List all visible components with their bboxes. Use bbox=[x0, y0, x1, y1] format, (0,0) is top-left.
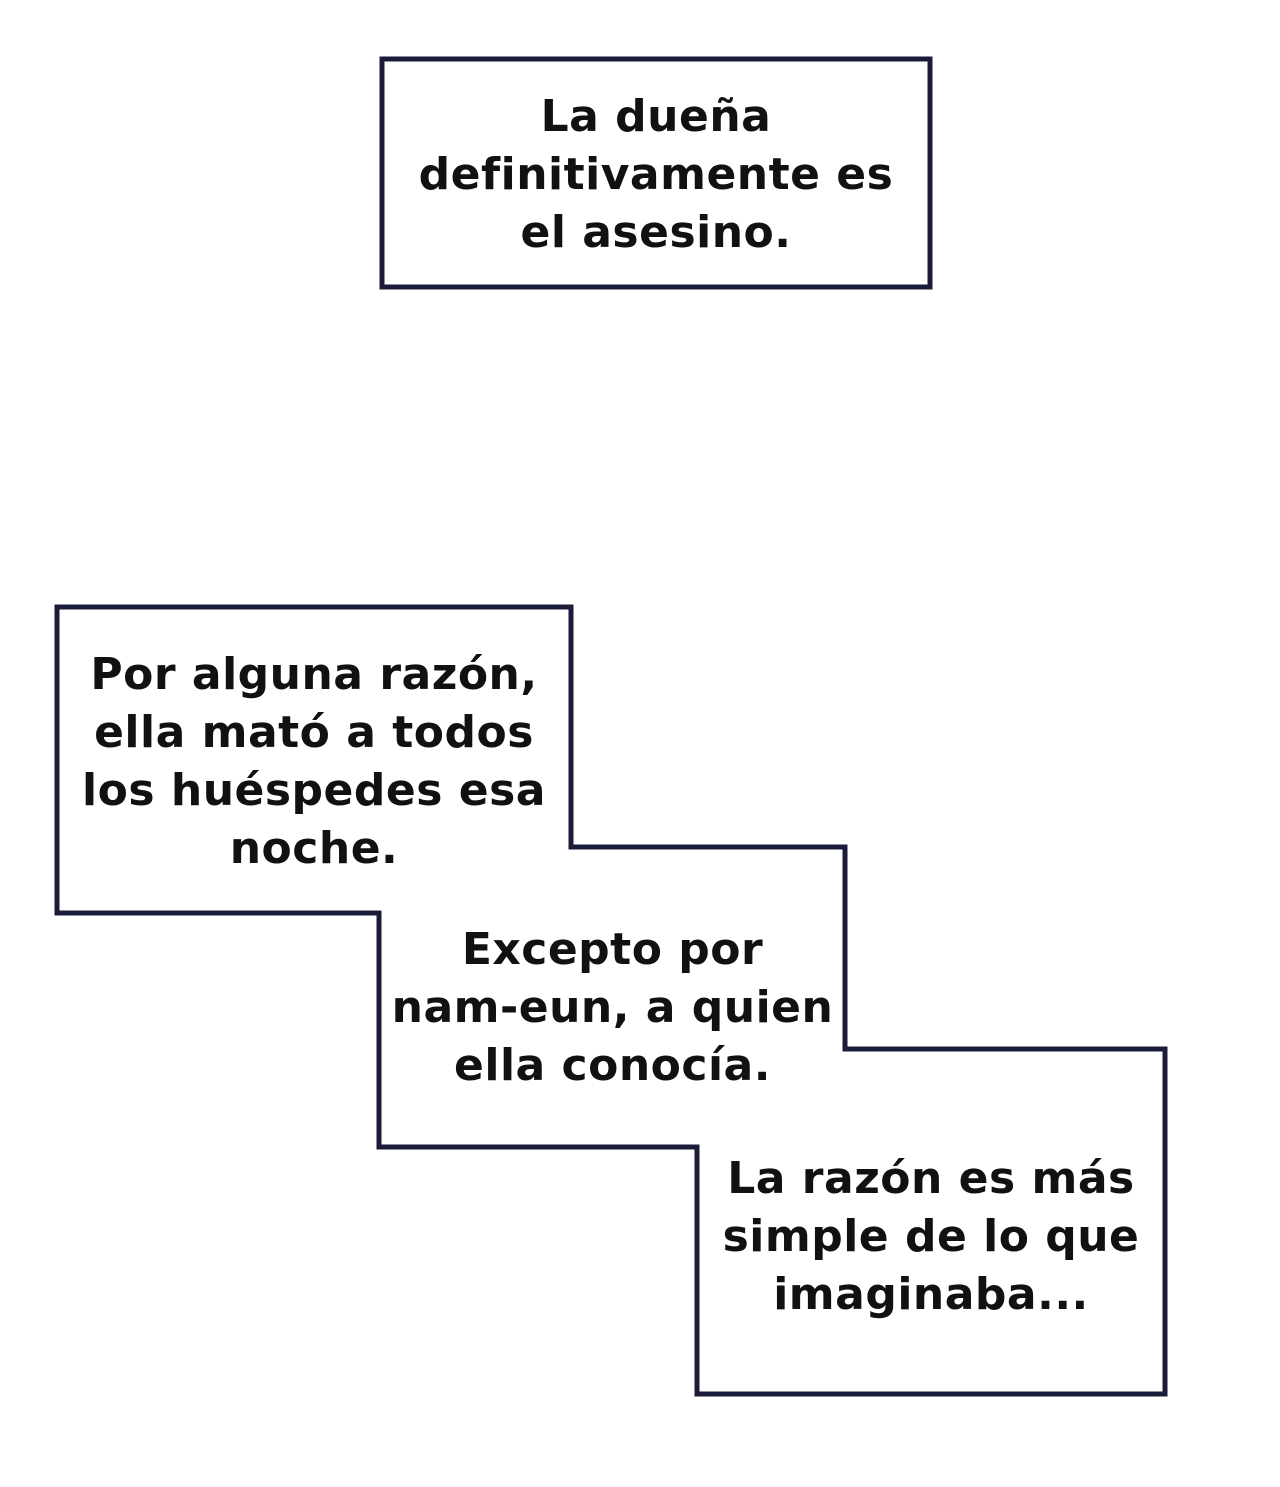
caption-line: nam-eun, a quien bbox=[391, 982, 834, 1033]
caption-line: Por alguna razón, bbox=[90, 649, 538, 700]
caption-line: los huéspedes esa bbox=[82, 765, 546, 816]
caption-line: imaginaba... bbox=[773, 1269, 1089, 1320]
caption-line: noche. bbox=[229, 823, 399, 874]
caption-box-staircase bbox=[54, 604, 1168, 1397]
caption-except-nam-eun: Excepto por nam-eun, a quien ella conocí… bbox=[380, 921, 845, 1095]
caption-line: La dueña bbox=[540, 91, 772, 142]
caption-owner-killer: La dueña definitivamente es el asesino. bbox=[382, 88, 930, 262]
caption-simple-reason: La razón es más simple de lo que imagina… bbox=[697, 1150, 1165, 1324]
caption-line: definitivamente es bbox=[418, 149, 894, 200]
caption-killed-guests: Por alguna razón, ella mató a todos los … bbox=[58, 646, 570, 878]
caption-line: Excepto por bbox=[461, 924, 764, 975]
caption-line: el asesino. bbox=[520, 207, 792, 258]
caption-line: ella mató a todos bbox=[94, 707, 534, 758]
caption-box-top bbox=[379, 56, 933, 290]
caption-line: simple de lo que bbox=[722, 1211, 1140, 1262]
caption-line: La razón es más bbox=[727, 1153, 1135, 1204]
caption-line: ella conocía. bbox=[454, 1040, 771, 1091]
